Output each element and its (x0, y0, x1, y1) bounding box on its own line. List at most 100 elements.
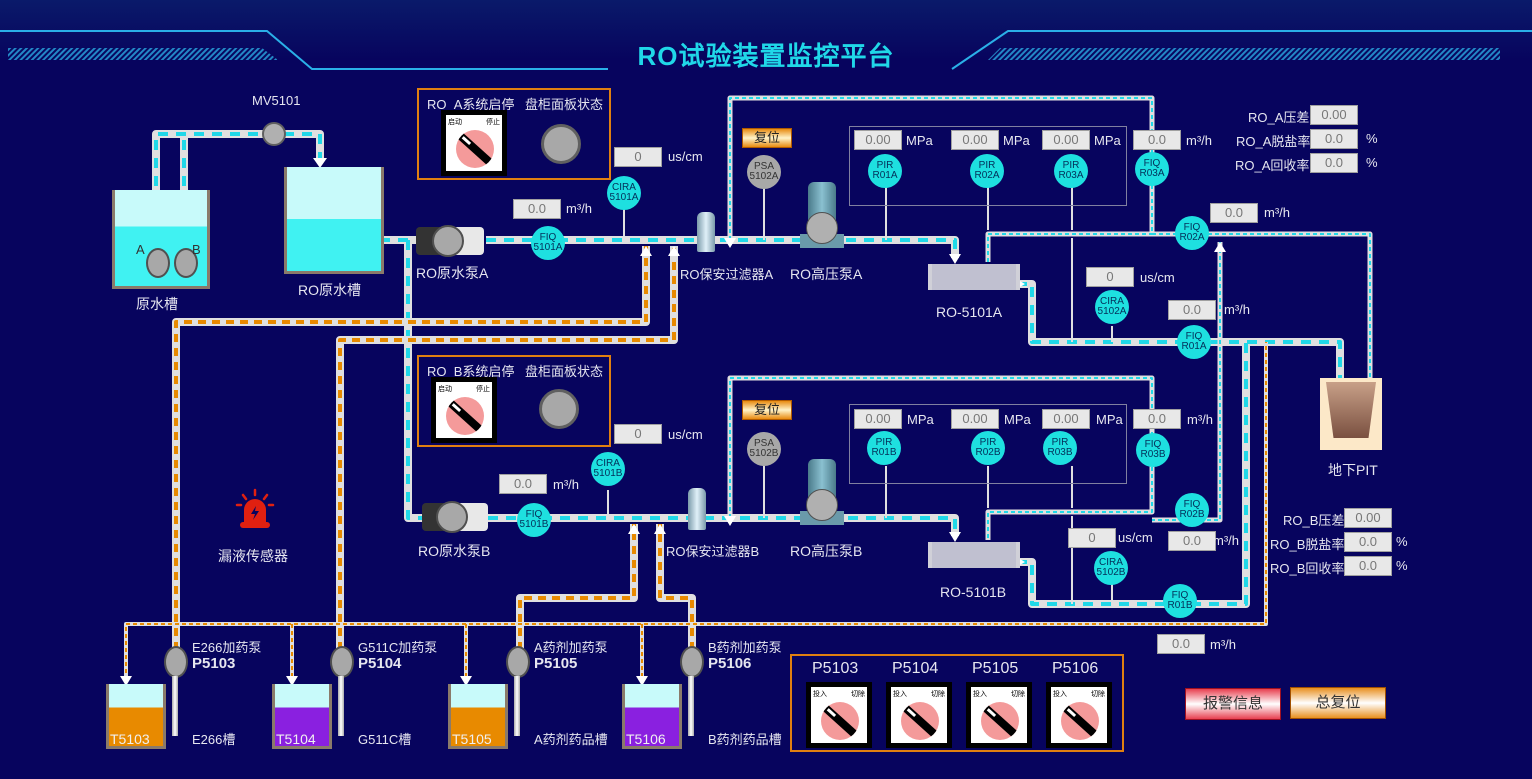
pir-r03b-unit: MPa (1096, 412, 1123, 427)
dosing-switch-title: P5106 (1052, 660, 1099, 677)
ro-b-recovery-unit: % (1396, 558, 1408, 573)
dosing-tank-name: B药剂药品槽 (708, 732, 782, 747)
dosing-tank-id: T5103 (110, 731, 150, 747)
dosing-pump-name: A药剂加药泵 (534, 640, 608, 655)
cira-5102a-unit: us/cm (1140, 270, 1175, 285)
dosing-probe (514, 676, 520, 736)
ro-b-control-panel: RO_B系统启停 盘柜面板状态 启动停止 (417, 355, 611, 447)
dosing-switch[interactable]: 投入切除 (1046, 682, 1112, 748)
ro-membrane-5101a[interactable] (928, 264, 1020, 290)
cira-5101a-value: 0 (614, 147, 662, 167)
pump-a-letter: A (136, 242, 145, 257)
fiq-r02b-value: 0.0 (1168, 531, 1216, 551)
ro-hp-pump-b-label: RO高压泵B (790, 543, 863, 559)
pir-r03a-unit: MPa (1094, 133, 1121, 148)
cira-5102b-unit: us/cm (1118, 530, 1153, 545)
pir-r01a-value: 0.00 (854, 130, 902, 150)
cira-5101b-value: 0 (614, 424, 662, 444)
dosing-tank-id: T5104 (276, 731, 316, 747)
ro-b-status-lamp (539, 389, 579, 429)
ro-raw-pump-b[interactable] (422, 501, 488, 533)
fiq-r01a-unit: m³/h (1224, 302, 1250, 317)
raw-water-tank-label: 原水槽 (136, 296, 178, 312)
ro-hp-pump-a[interactable] (800, 182, 844, 254)
dosing-tank-name: A药剂药品槽 (534, 732, 608, 747)
ro-a-desalination-label: RO_A脱盐率 (1236, 134, 1311, 149)
pir-r01a-unit: MPa (906, 133, 933, 148)
ro-b-diff-pressure-value: 0.00 (1344, 508, 1392, 528)
ro-b-pressure-group (849, 404, 1127, 484)
motor-valve-mv5101[interactable] (262, 122, 286, 146)
dosing-pump[interactable] (506, 646, 530, 678)
ro-membrane-5101b[interactable] (928, 542, 1020, 568)
ro-b-start-stop-switch[interactable]: 启动停止 (431, 377, 497, 443)
ro-a-status-lamp (541, 124, 581, 164)
dosing-switch[interactable]: 投入切除 (806, 682, 872, 748)
leak-alarm-icon (235, 488, 275, 528)
master-reset-button[interactable]: 总复位 (1290, 687, 1386, 719)
submersible-pump-a[interactable] (146, 248, 170, 278)
dosing-switch[interactable]: 投入切除 (886, 682, 952, 748)
cira-5102b-value: 0 (1068, 528, 1116, 548)
ro-a-diff-pressure-label: RO_A压差 (1248, 110, 1310, 125)
page-title: RO试验装置监控平台 (637, 41, 895, 71)
pir-r02b-unit: MPa (1004, 412, 1031, 427)
dosing-switch-panel: P5103 投入切除 P5104 投入切除 P5105 投入切除 P5106 投… (790, 654, 1124, 752)
cira-5101a-unit: us/cm (668, 149, 703, 164)
ro-b-desalination-unit: % (1396, 534, 1408, 549)
fiq-r02a-unit: m³/h (1264, 205, 1290, 220)
ro-b-status-title: 盘柜面板状态 (525, 364, 604, 379)
dosing-pump[interactable] (680, 646, 704, 678)
ro-b-desalination-value: 0.0 (1344, 532, 1392, 552)
fiq-5101b-unit: m³/h (553, 477, 579, 492)
dosing-probe (688, 676, 694, 736)
fiq-5101a-value: 0.0 (513, 199, 561, 219)
ro-b-recovery-value: 0.0 (1344, 556, 1392, 576)
security-filter-b[interactable] (688, 488, 706, 530)
ro-membrane-5101b-label: RO-5101B (940, 584, 1007, 600)
fiq-r03b-unit: m³/h (1187, 412, 1213, 427)
ro-a-status-title: 盘柜面板状态 (525, 97, 604, 112)
dosing-pump-name: B药剂加药泵 (708, 640, 782, 655)
header-decoration (0, 30, 1532, 70)
submersible-pump-b[interactable] (174, 248, 198, 278)
ro-raw-pump-a[interactable] (416, 225, 484, 257)
alarm-info-button[interactable]: 报警信息 (1185, 688, 1281, 720)
security-filter-a[interactable] (697, 212, 715, 252)
underground-pit (1320, 378, 1382, 450)
dosing-switch[interactable]: 投入切除 (966, 682, 1032, 748)
dosing-tank-id: T5105 (452, 731, 492, 747)
ro-b-recovery-label: RO_B回收率 (1270, 561, 1345, 576)
ro-a-reset-button[interactable]: 复位 (742, 128, 792, 148)
ro-hp-pump-b[interactable] (800, 459, 844, 531)
ro-b-diff-pressure-label: RO_B压差 (1283, 513, 1345, 528)
dosing-pump[interactable] (164, 646, 188, 678)
cira-5101b-unit: us/cm (668, 427, 703, 442)
dosing-pump[interactable] (330, 646, 354, 678)
ro-a-start-stop-switch[interactable]: 启动停止 (441, 110, 507, 176)
pir-r01b-value: 0.00 (854, 409, 902, 429)
pump-b-letter: B (192, 242, 201, 257)
dosing-tank (272, 684, 332, 749)
ro-b-reset-button[interactable]: 复位 (742, 400, 792, 420)
